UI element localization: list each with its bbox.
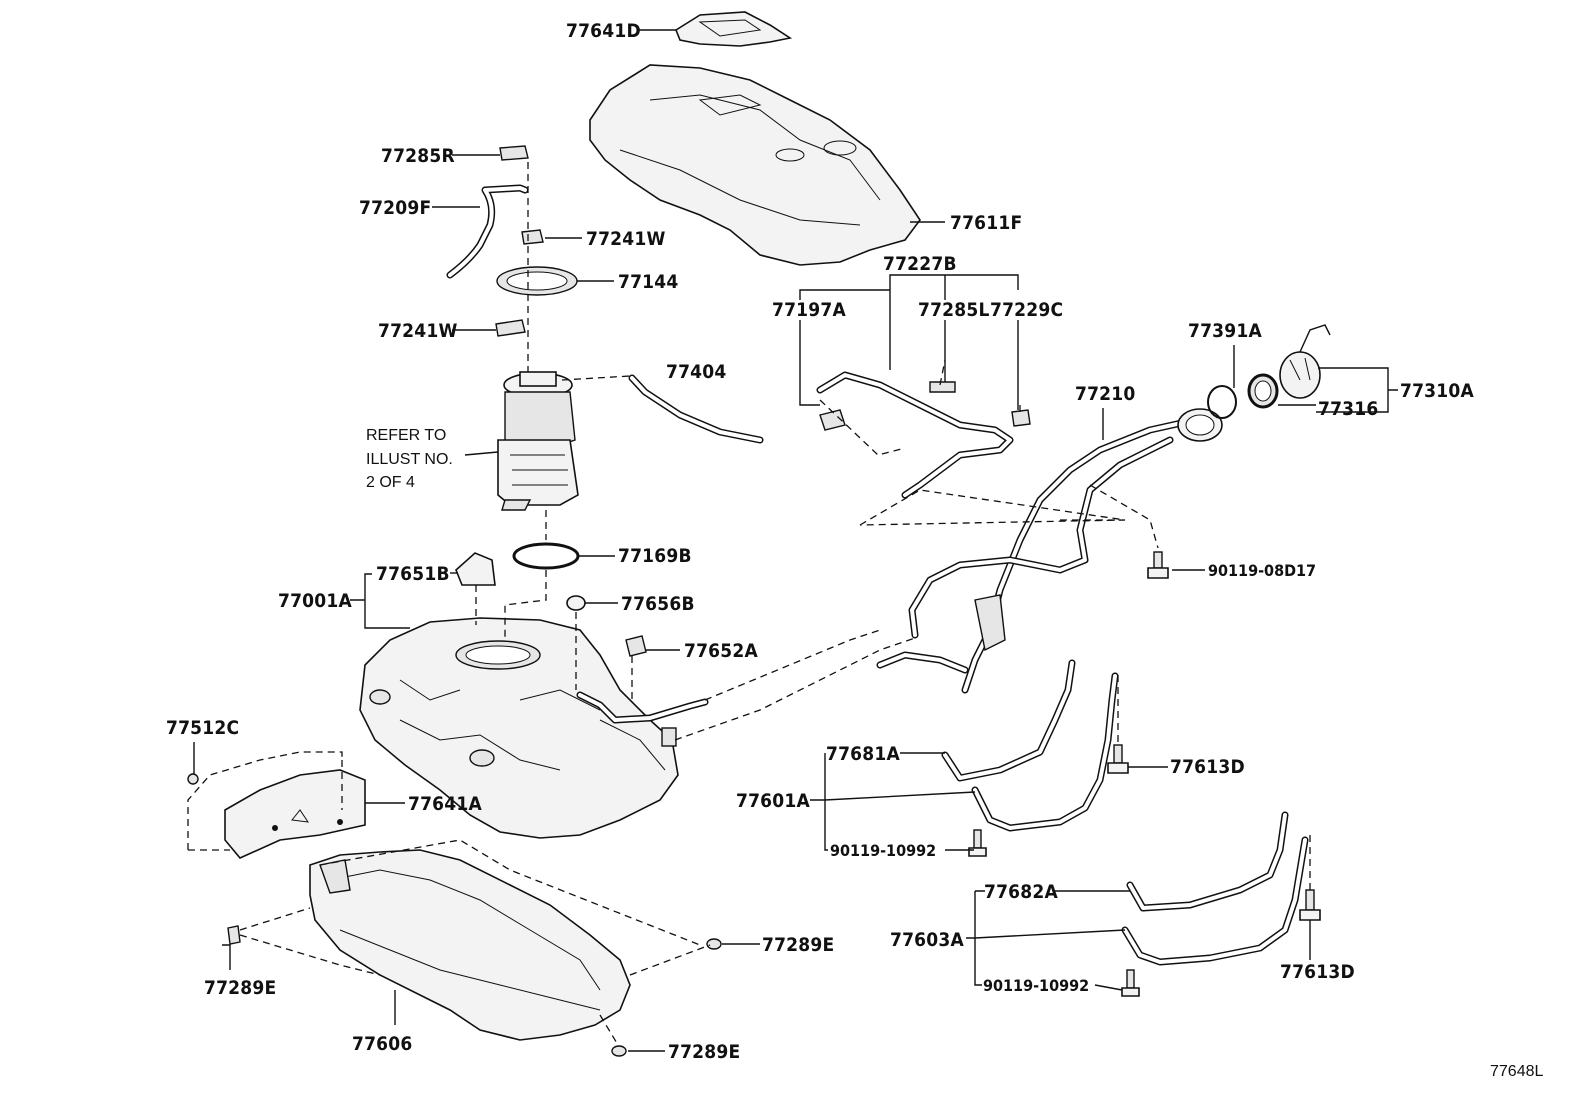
part-77611F-insulator xyxy=(589,64,921,266)
refer-note-line2: ILLUST NO. xyxy=(366,451,453,468)
label-77681A: 77681A xyxy=(826,743,900,765)
label-77310A: 77310A xyxy=(1400,380,1474,402)
part-77652A-label xyxy=(625,635,647,657)
part-77613D-bolt-b xyxy=(1299,889,1321,921)
part-77391A-gasket xyxy=(1207,385,1237,419)
part-77641A-protector xyxy=(224,769,366,859)
part-77289E-clip-a xyxy=(227,925,241,945)
refer-note-line1: REFER TO xyxy=(366,427,446,444)
part-77682A-band xyxy=(1126,811,1289,912)
label-77285L: 77285L xyxy=(918,299,990,321)
label-77229C: 77229C xyxy=(990,299,1063,321)
label-77289E-bottom: 77289E xyxy=(668,1041,740,1063)
part-77144-retainer-ring xyxy=(496,266,578,296)
part-77241W-clip-lower xyxy=(495,319,526,337)
part-77651B-bracket xyxy=(455,552,496,586)
part-90119-10992-bolt-a xyxy=(968,829,987,857)
part-77310A-fuel-cap xyxy=(1279,324,1331,399)
assembly-dashed-lines xyxy=(187,162,1311,1046)
part-77656B-grommet xyxy=(566,595,586,611)
label-77651B: 77651B xyxy=(376,563,450,585)
refer-note-line3: 2 OF 4 xyxy=(366,474,415,491)
part-77169B-gasket xyxy=(512,542,580,570)
label-90119-10992-upper: 90119-10992 xyxy=(830,841,936,860)
label-90119-08D17: 90119-08D17 xyxy=(1208,561,1316,580)
part-77001A-fuel-tank xyxy=(359,617,679,839)
label-77210: 77210 xyxy=(1075,383,1135,405)
part-labels: 77641D 77285R 77209F 77241W 77144 77241W… xyxy=(166,20,1543,1080)
label-77606: 77606 xyxy=(352,1033,412,1055)
label-77209F: 77209F xyxy=(359,197,431,219)
label-77241W-upper: 77241W xyxy=(586,228,666,250)
label-77144: 77144 xyxy=(618,271,678,293)
part-77229C-clip xyxy=(1011,409,1031,427)
part-77227B-tube xyxy=(816,371,1014,499)
label-77227B: 77227B xyxy=(883,253,957,275)
label-77652A: 77652A xyxy=(684,640,758,662)
part-90119-10992-bolt-b xyxy=(1121,969,1140,997)
part-77285R-clip xyxy=(499,145,529,161)
part-77289E-clip-c xyxy=(611,1045,627,1057)
label-77656B: 77656B xyxy=(621,593,695,615)
part-77209F-wire xyxy=(446,184,529,279)
label-77512C: 77512C xyxy=(166,717,239,739)
part-77613D-bolt-a xyxy=(1107,744,1129,774)
part-77404-hose xyxy=(628,374,764,444)
leader-lines xyxy=(193,29,1398,1052)
label-77285R: 77285R xyxy=(381,145,455,167)
label-77404: 77404 xyxy=(666,361,726,383)
part-77606-under-cover xyxy=(309,849,631,1041)
label-77641D: 77641D xyxy=(566,20,641,42)
label-77289E-left: 77289E xyxy=(204,977,276,999)
part-77681A-band xyxy=(941,659,1076,782)
part-77512C-clip xyxy=(187,773,199,785)
part-77603A-band xyxy=(1121,836,1309,966)
label-77682A: 77682A xyxy=(984,881,1058,903)
label-77603A: 77603A xyxy=(890,929,964,951)
part-77601A-band xyxy=(971,672,1119,832)
part-tank-outlet-hose xyxy=(576,691,709,724)
part-77289E-clip-b xyxy=(706,938,722,950)
label-77613D-lower: 77613D xyxy=(1280,961,1355,983)
label-77197A: 77197A xyxy=(772,299,846,321)
label-77613D-upper: 77613D xyxy=(1170,756,1245,778)
label-90119-10992-lower: 90119-10992 xyxy=(983,976,1089,995)
label-77241W-lower: 77241W xyxy=(378,320,458,342)
label-77391A: 77391A xyxy=(1188,320,1262,342)
label-77001A: 77001A xyxy=(278,590,352,612)
part-77210-filler-pipe xyxy=(876,408,1223,694)
label-77641A: 77641A xyxy=(408,793,482,815)
label-77289E-right: 77289E xyxy=(762,934,834,956)
part-90119-08D17-bolt xyxy=(1147,551,1169,579)
refer-note: REFER TO ILLUST NO. 2 OF 4 xyxy=(366,427,499,491)
illustration-id: 77648L xyxy=(1490,1063,1543,1080)
part-77641D-cover xyxy=(675,11,793,47)
part-fuel-pump-assembly xyxy=(497,371,579,511)
part-77285L-clip xyxy=(929,381,956,393)
label-77601A: 77601A xyxy=(736,790,810,812)
label-77316: 77316 xyxy=(1318,398,1378,420)
label-77611F: 77611F xyxy=(950,212,1022,234)
part-77316-ring xyxy=(1247,373,1279,409)
label-77169B: 77169B xyxy=(618,545,692,567)
part-77241W-clip-upper xyxy=(521,229,544,245)
